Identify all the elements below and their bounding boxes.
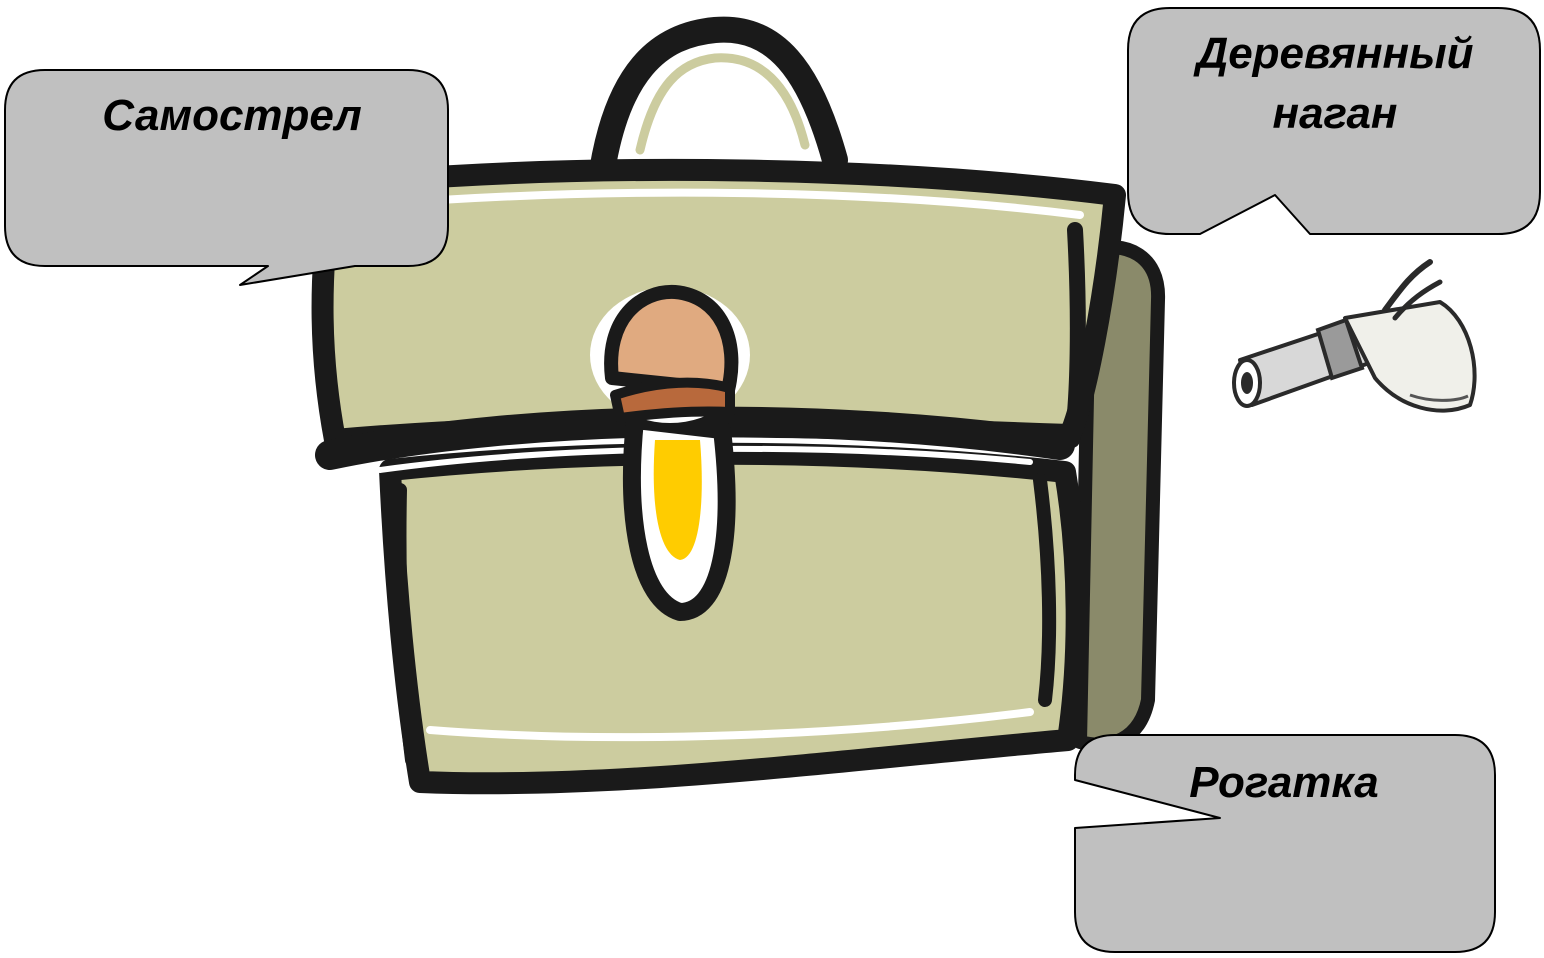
callout-label: Самострел [102, 91, 362, 140]
briefcase-clasp-top [611, 292, 731, 390]
callout-derevyannyi-nagan: Деревянный наган [1128, 8, 1540, 234]
gun-muzzle-hole [1241, 372, 1253, 394]
callout-label: Деревянный [1192, 29, 1473, 78]
briefcase-right-edge-stroke [1072, 230, 1078, 440]
briefcase-clasp-bottom [615, 383, 730, 418]
callout-label-line2: наган [1273, 89, 1398, 138]
callout-rogatka: Рогатка [1075, 735, 1495, 952]
wooden-gun-drawing [1234, 262, 1475, 411]
callout-samostrel: Самострел [5, 70, 448, 285]
callout-label: Рогатка [1189, 758, 1378, 807]
gun-grip [1345, 302, 1475, 411]
briefcase-handle-highlight [640, 58, 805, 150]
